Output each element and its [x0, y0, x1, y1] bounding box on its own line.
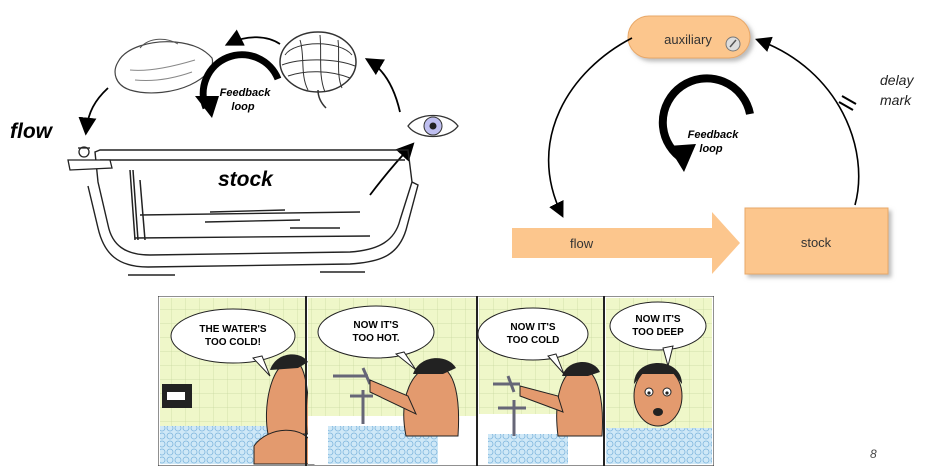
delay-label-1: delay — [880, 72, 914, 88]
auxiliary-to-flow-arrow — [547, 37, 633, 218]
feedback-loop-icon — [195, 51, 282, 118]
comic-panel-4: NOW IT'S TOO DEEP — [606, 298, 712, 464]
auxiliary-node — [627, 15, 751, 59]
bathtub — [87, 149, 419, 276]
speech-bubble-2-line-2: TOO HOT. — [352, 333, 399, 344]
comic-panel-1: THE WATER'S TOO COLD! — [160, 298, 315, 465]
bathtub-stock-label: stock — [218, 168, 273, 191]
comic-panel-2: NOW IT'S TOO HOT. — [308, 298, 476, 464]
speech-bubble-2-line-1: NOW IT'S — [353, 320, 398, 331]
brain-icon — [279, 31, 357, 109]
speech-bubble-1-line-1: THE WATER'S — [199, 324, 267, 335]
stock-label: stock — [801, 235, 832, 250]
delay-mark-label: delay mark — [880, 70, 913, 110]
gauge-icon — [725, 36, 741, 52]
faucet-icon — [67, 146, 113, 171]
speech-bubble-4-line-2: TOO DEEP — [632, 327, 684, 338]
delay-mark — [838, 95, 857, 111]
page-number: 8 — [870, 447, 877, 461]
diagram-loop-label-2: loop — [699, 143, 722, 155]
auxiliary-label: auxiliary — [664, 32, 712, 47]
comic-strip: THE WATER'S TOO COLD! NOW IT'S TOO HOT. … — [158, 296, 714, 466]
speech-bubble-1-line-2: TOO COLD! — [205, 337, 261, 348]
eye-icon — [407, 114, 459, 138]
stock-node — [744, 207, 889, 275]
delay-label-2: mark — [880, 92, 912, 108]
speech-bubble-3-line-2: TOO COLD — [507, 335, 560, 346]
bathtub-loop-label-2: loop — [231, 101, 254, 113]
stock-to-auxiliary-arrow — [754, 36, 860, 206]
diagram-loop-label-1: Feedback — [688, 129, 740, 141]
bathtub-loop-label-1: Feedback — [220, 87, 272, 99]
feedback-loop-icon — [658, 74, 754, 172]
speech-bubble-3-line-1: NOW IT'S — [510, 322, 555, 333]
comic-panel-3: NOW IT'S TOO COLD — [477, 298, 603, 464]
hand-icon — [114, 38, 214, 94]
flow-label: flow — [570, 236, 594, 251]
stock-flow-diagram: auxiliary Feedback loop flow stock — [512, 15, 889, 275]
speech-bubble-4-line-1: NOW IT'S — [635, 314, 680, 325]
flow-arrow — [512, 212, 740, 274]
bathtub-flow-label: flow — [10, 120, 52, 143]
bathtub-illustration: Feedback loop — [67, 29, 459, 276]
